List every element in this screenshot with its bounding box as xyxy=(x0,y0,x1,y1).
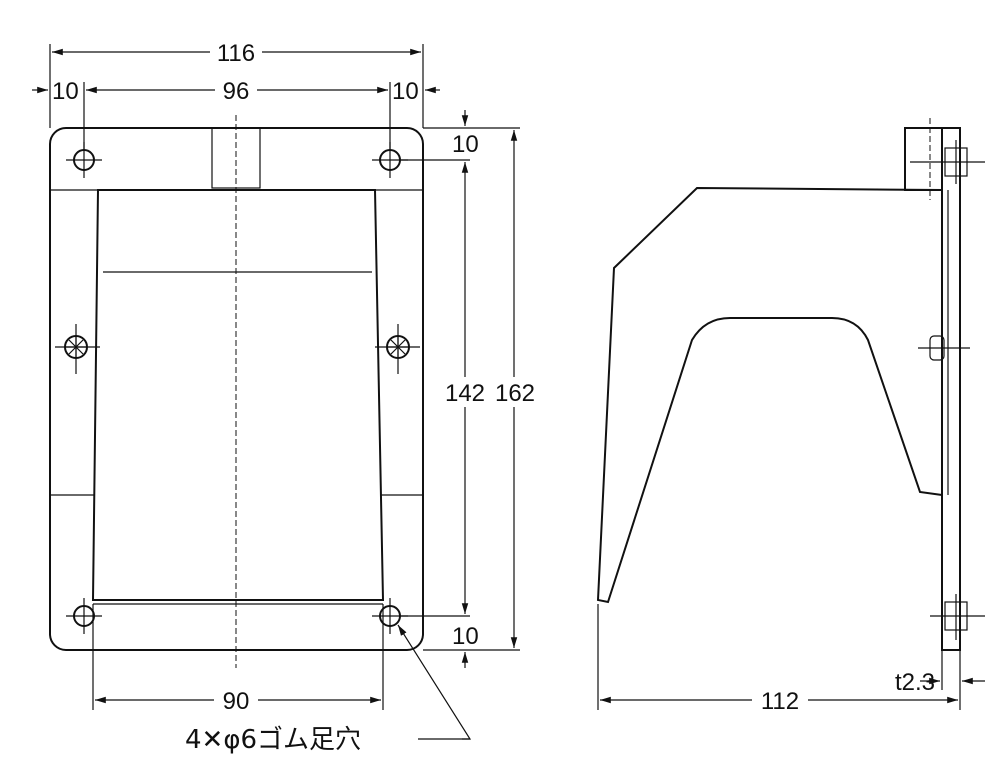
dim-overall-height: 162 xyxy=(495,380,535,407)
side-housing-profile xyxy=(596,186,943,604)
front-dimensions: 116 96 10 10 10 142 162 10 xyxy=(32,38,540,740)
dim-hole-pitch-h: 96 xyxy=(223,78,250,105)
screw-left xyxy=(55,324,100,374)
dim-hole-pitch-v: 142 xyxy=(445,380,485,407)
dim-overall-width: 116 xyxy=(217,40,255,67)
screw-right xyxy=(375,324,420,374)
dim-bottom-offset: 10 xyxy=(452,623,479,650)
front-housing-outline xyxy=(91,189,385,601)
side-top-bracket xyxy=(904,127,943,191)
front-view xyxy=(49,115,424,668)
dim-depth: 112 xyxy=(761,688,799,715)
side-dimensions: 112 t2.3 xyxy=(597,604,985,715)
side-screw-middle xyxy=(918,335,970,361)
dim-left-margin: 10 xyxy=(52,78,79,105)
dim-thickness: t2.3 xyxy=(895,669,935,696)
rubber-foot-hole-bottom-left xyxy=(66,598,102,634)
dim-right-margin: 10 xyxy=(392,78,419,105)
rubber-foot-hole-note: 4✕φ6ゴム足穴 xyxy=(185,725,361,755)
side-bolt-bottom xyxy=(930,594,985,640)
dim-top-offset: 10 xyxy=(452,131,479,158)
side-back-plate xyxy=(941,127,961,651)
side-view xyxy=(596,118,985,651)
dim-bottom-width: 90 xyxy=(223,688,250,715)
side-bolt-top xyxy=(910,140,985,184)
